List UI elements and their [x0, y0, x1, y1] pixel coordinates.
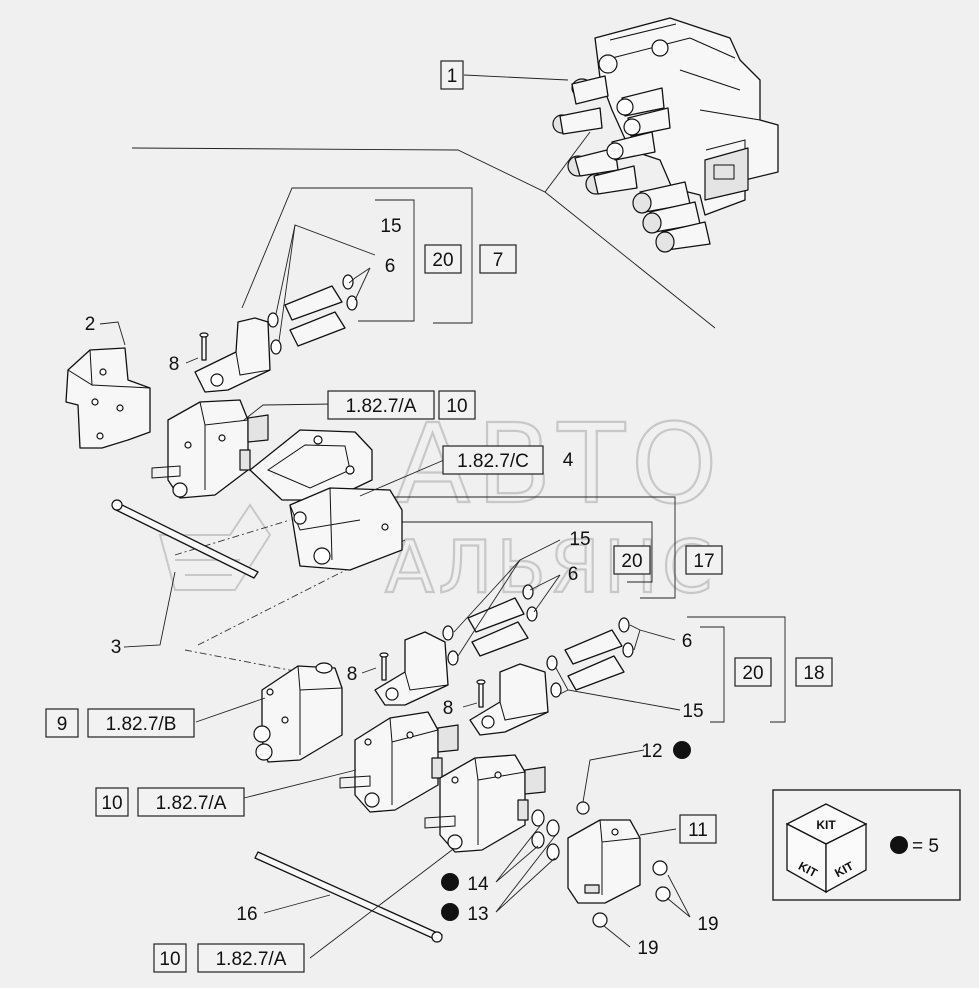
callout-10-mid: 10 — [95, 787, 129, 817]
watermark-line2: АЛЬЯНС — [385, 525, 716, 609]
valve-section-middle — [339, 711, 459, 813]
end-cover-part-11 — [567, 801, 671, 928]
valve-section-lower — [424, 754, 546, 853]
kit-box-icon: KIT KIT KIT — [785, 803, 868, 894]
svg-text:10: 10 — [159, 949, 180, 970]
callout-20-top: 20 — [424, 244, 462, 274]
spool-cover-middle — [374, 584, 538, 706]
callout-20-right: 20 — [734, 657, 772, 687]
svg-text:10: 10 — [446, 396, 467, 417]
callout-12: 12 — [641, 741, 662, 762]
svg-text:18: 18 — [803, 663, 824, 684]
svg-text:17: 17 — [693, 551, 714, 572]
callout-14: 14 — [467, 874, 489, 895]
kit-bullet-14-icon — [441, 873, 459, 891]
spool-cover-upper — [194, 274, 358, 393]
tie-rod-part-3 — [111, 499, 259, 579]
svg-text:1.82.7/A: 1.82.7/A — [346, 396, 417, 417]
callout-13: 13 — [467, 904, 488, 925]
callout-6-right: 6 — [682, 631, 693, 652]
end-plate-part-2 — [65, 347, 151, 449]
svg-text:10: 10 — [101, 793, 122, 814]
callout-11: 11 — [679, 814, 717, 844]
kit-bullet-12-icon — [673, 741, 691, 759]
spool-cover-right — [469, 617, 634, 736]
kit-legend: KIT KIT KIT = 5 — [772, 789, 961, 901]
callout-leaders — [99, 74, 691, 959]
valve-section-part-9 — [253, 662, 343, 763]
callout-4: 4 — [563, 450, 574, 471]
callout-19-right: 19 — [697, 914, 718, 935]
svg-text:20: 20 — [742, 663, 763, 684]
callout-15-top: 15 — [380, 216, 401, 237]
svg-text:1.82.7/A: 1.82.7/A — [156, 793, 227, 814]
svg-text:20: 20 — [621, 551, 642, 572]
callout-19-bottom: 19 — [637, 938, 658, 959]
callout-6-mid: 6 — [568, 564, 579, 585]
callout-8-right: 8 — [443, 698, 454, 719]
svg-text:1.82.7/B: 1.82.7/B — [106, 714, 177, 735]
watermark: АВТО АЛЬЯНС — [158, 399, 719, 610]
callout-6-top: 6 — [385, 256, 396, 277]
ref-1-82-7-a-mid: 1.82.7/A — [137, 787, 245, 817]
callout-16: 16 — [236, 904, 257, 925]
kit-bullet-legend-icon — [890, 836, 908, 854]
callout-18: 18 — [795, 657, 833, 687]
kit-bullet-13-icon — [441, 903, 459, 921]
ref-1-82-7-a-bottom: 1.82.7/A — [197, 943, 305, 973]
callout-17: 17 — [685, 545, 723, 575]
svg-text:1: 1 — [447, 66, 458, 87]
kit-legend-equals: = 5 — [912, 836, 939, 857]
callout-3: 3 — [111, 637, 122, 658]
guide-lines — [131, 131, 786, 723]
callout-8-mid: 8 — [347, 664, 358, 685]
ref-1-82-7-a-top: 1.82.7/A — [327, 390, 435, 420]
valve-section-upper — [151, 399, 269, 499]
svg-text:20: 20 — [432, 250, 453, 271]
callout-8-top: 8 — [169, 354, 180, 375]
tie-rod-part-16 — [254, 851, 443, 943]
svg-text:1.82.7/A: 1.82.7/A — [216, 949, 287, 970]
callout-10-bottom: 10 — [153, 943, 187, 973]
svg-text:7: 7 — [493, 250, 504, 271]
seals-13-14 — [531, 809, 560, 861]
ref-1-82-7-b: 1.82.7/B — [87, 708, 195, 738]
main-control-valve-assembly — [552, 17, 779, 253]
callout-7: 7 — [479, 244, 517, 274]
callout-15-right: 15 — [682, 701, 703, 722]
callout-1: 1 — [440, 60, 464, 90]
svg-text:9: 9 — [57, 714, 68, 735]
inlet-section-part-4 — [249, 429, 403, 571]
callout-20-mid: 20 — [613, 545, 651, 575]
kit-label-top: KIT — [816, 818, 836, 832]
callout-2: 2 — [85, 314, 96, 335]
callout-15-mid: 15 — [569, 529, 590, 550]
svg-text:1.82.7/C: 1.82.7/C — [457, 451, 529, 472]
svg-text:11: 11 — [688, 820, 708, 841]
callout-10-top: 10 — [438, 390, 476, 420]
callout-9: 9 — [45, 708, 79, 738]
ref-1-82-7-c: 1.82.7/C — [442, 445, 544, 475]
